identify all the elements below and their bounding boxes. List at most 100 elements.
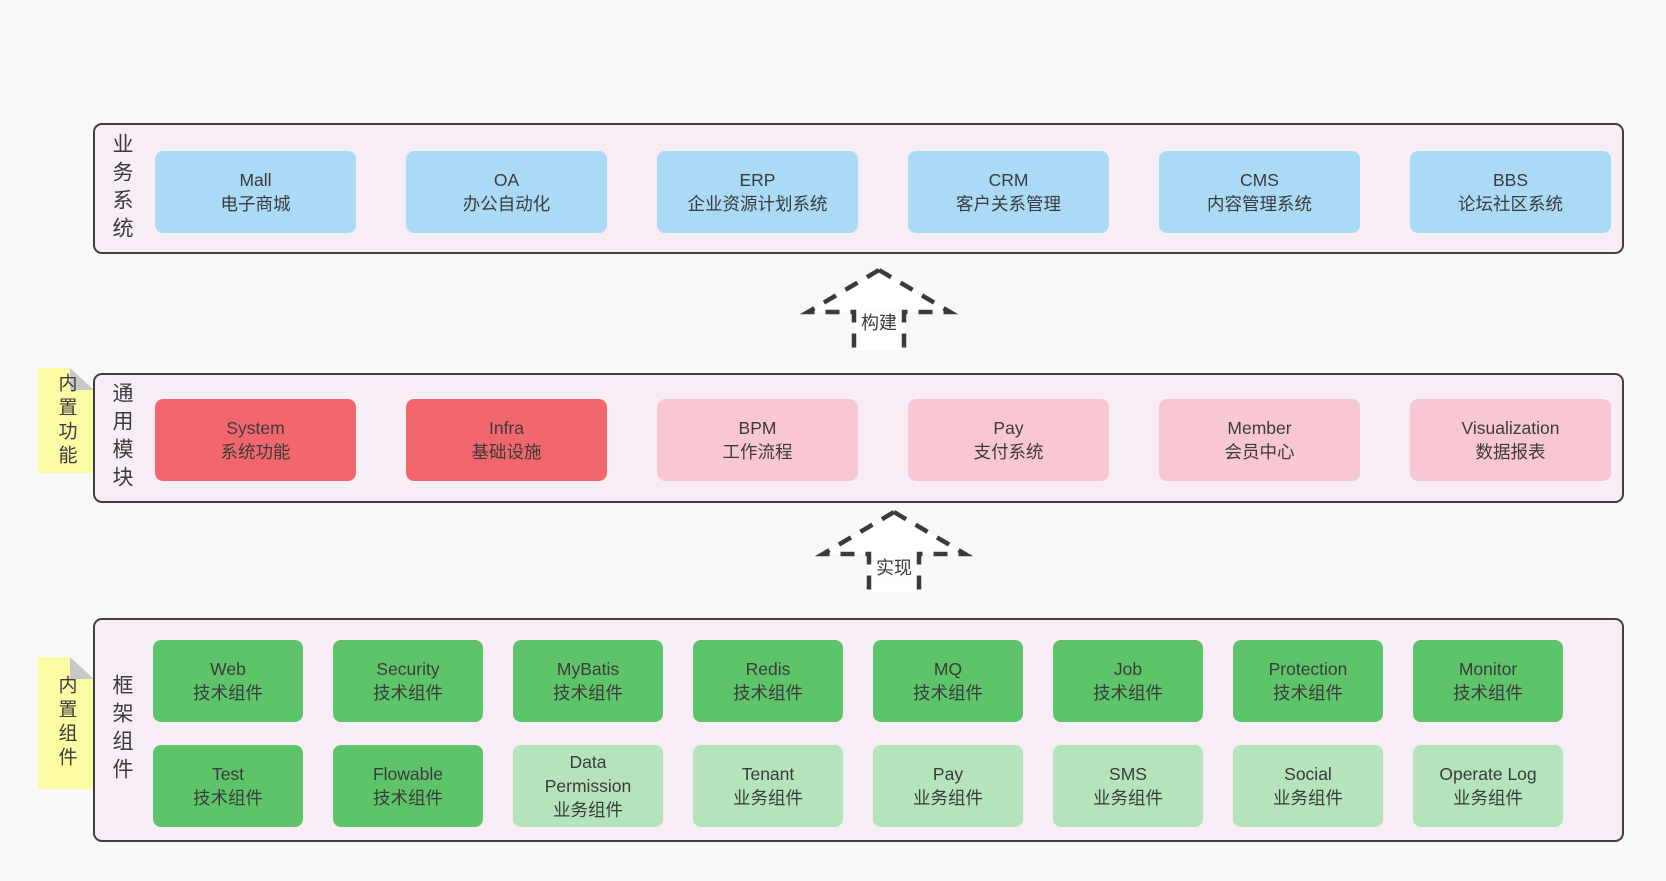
box-subtitle: 技术组件	[1273, 683, 1343, 703]
band-framework-components: 框架组件 Web 技术组件 Security 技术组件 MyBatis 技术组件…	[93, 618, 1624, 842]
box-operate-log: Operate Log 业务组件	[1413, 745, 1563, 827]
dashed-up-arrow-icon	[814, 510, 974, 592]
tech-component-row: Web 技术组件 Security 技术组件 MyBatis 技术组件 Redi…	[153, 640, 1563, 722]
box-title: OA	[493, 170, 520, 190]
box-system: System 系统功能	[155, 399, 356, 481]
box-oa: OA 办公自动化	[406, 151, 607, 233]
box-title: MQ	[933, 659, 963, 679]
box-pay-system: Pay 支付系统	[908, 399, 1109, 481]
box-title: Mall	[239, 170, 272, 190]
sticky-note-built-in-features: 内置功能	[38, 368, 94, 473]
box-title: Web	[210, 659, 246, 679]
box-infra: Infra 基础设施	[406, 399, 607, 481]
box-subtitle: 会员中心	[1224, 442, 1295, 462]
box-subtitle: 技术组件	[553, 683, 623, 703]
box-title: Protection	[1268, 659, 1348, 679]
box-subtitle: 技术组件	[193, 683, 263, 703]
box-subtitle: 内容管理系统	[1207, 194, 1312, 214]
box-title: Operate Log	[1439, 764, 1537, 784]
box-web: Web 技术组件	[153, 640, 303, 722]
sticky-note-built-in-components: 内置组件	[38, 657, 94, 789]
box-social: Social 业务组件	[1233, 745, 1383, 827]
box-subtitle: 技术组件	[373, 788, 443, 808]
box-subtitle: 技术组件	[373, 683, 443, 703]
box-title: Data Permission	[544, 752, 632, 796]
box-subtitle: 支付系统	[973, 442, 1044, 462]
box-flowable: Flowable 技术组件	[333, 745, 483, 827]
box-title: Redis	[745, 659, 791, 679]
arrow-label: 实现	[873, 553, 915, 581]
module-box-row: System 系统功能 Infra 基础设施 BPM 工作流程 Pay 支付系统…	[155, 399, 1611, 481]
box-title: Infra	[488, 418, 525, 438]
box-subtitle: 业务组件	[1453, 788, 1523, 808]
box-subtitle: 电子商城	[220, 194, 291, 214]
box-title: Tenant	[741, 764, 795, 784]
box-security: Security 技术组件	[333, 640, 483, 722]
box-title: MyBatis	[556, 659, 620, 679]
band-common-modules: 通用模块 System 系统功能 Infra 基础设施 BPM 工作流程 Pay…	[93, 373, 1624, 503]
box-title: Job	[1113, 659, 1143, 679]
box-subtitle: 技术组件	[193, 788, 263, 808]
box-subtitle: 基础设施	[471, 442, 542, 462]
box-subtitle: 工作流程	[722, 442, 793, 462]
box-title: Monitor	[1458, 659, 1518, 679]
box-title: Pay	[932, 764, 964, 784]
business-component-row: Test 技术组件 Flowable 技术组件 Data Permission …	[153, 745, 1563, 827]
box-subtitle: 办公自动化	[462, 194, 551, 214]
box-bpm: BPM 工作流程	[657, 399, 858, 481]
box-erp: ERP 企业资源计划系统	[657, 151, 858, 233]
box-test: Test 技术组件	[153, 745, 303, 827]
box-protection: Protection 技术组件	[1233, 640, 1383, 722]
box-title: BPM	[738, 418, 777, 438]
box-subtitle: 论坛社区系统	[1458, 194, 1563, 214]
box-crm: CRM 客户关系管理	[908, 151, 1109, 233]
box-subtitle: 业务组件	[553, 800, 623, 820]
box-mall: Mall 电子商城	[155, 151, 356, 233]
box-subtitle: 数据报表	[1475, 442, 1546, 462]
box-title: BBS	[1492, 170, 1529, 190]
arrow-implement-up: 实现	[814, 510, 974, 592]
box-title: Test	[211, 764, 245, 784]
band-business-systems: 业务系统 Mall 电子商城 OA 办公自动化 ERP 企业资源计划系统 CRM…	[93, 123, 1624, 254]
box-subtitle: 技术组件	[1093, 683, 1163, 703]
box-pay-component: Pay 业务组件	[873, 745, 1023, 827]
box-cms: CMS 内容管理系统	[1159, 151, 1360, 233]
box-title: Visualization	[1461, 418, 1560, 438]
box-data-permission: Data Permission 业务组件	[513, 745, 663, 827]
band-label: 通用模块	[110, 382, 133, 494]
band-label: 业务系统	[110, 132, 133, 245]
box-subtitle: 技术组件	[733, 683, 803, 703]
box-member: Member 会员中心	[1159, 399, 1360, 481]
box-sms: SMS 业务组件	[1053, 745, 1203, 827]
box-title: Member	[1227, 418, 1292, 438]
box-subtitle: 业务组件	[733, 788, 803, 808]
box-visualization: Visualization 数据报表	[1410, 399, 1611, 481]
box-tenant: Tenant 业务组件	[693, 745, 843, 827]
box-subtitle: 业务组件	[1093, 788, 1163, 808]
box-title: Flowable	[372, 764, 444, 784]
box-title: Social	[1284, 764, 1332, 784]
box-title: CRM	[988, 170, 1029, 190]
sticky-label: 内置组件	[55, 675, 77, 771]
box-title: CMS	[1240, 170, 1279, 190]
box-mybatis: MyBatis 技术组件	[513, 640, 663, 722]
sticky-label: 内置功能	[55, 372, 77, 469]
box-subtitle: 企业资源计划系统	[687, 194, 828, 214]
box-subtitle: 技术组件	[1453, 683, 1523, 703]
box-job: Job 技术组件	[1053, 640, 1203, 722]
band-label: 框架组件	[110, 674, 133, 786]
box-subtitle: 系统功能	[220, 442, 291, 462]
box-title: Security	[376, 659, 440, 679]
box-mq: MQ 技术组件	[873, 640, 1023, 722]
box-title: System	[226, 418, 285, 438]
box-subtitle: 业务组件	[913, 788, 983, 808]
box-subtitle: 业务组件	[1273, 788, 1343, 808]
box-subtitle: 客户关系管理	[956, 194, 1061, 214]
box-subtitle: 技术组件	[913, 683, 983, 703]
arrow-label: 构建	[858, 308, 900, 336]
box-monitor: Monitor 技术组件	[1413, 640, 1563, 722]
business-box-row: Mall 电子商城 OA 办公自动化 ERP 企业资源计划系统 CRM 客户关系…	[155, 151, 1611, 233]
box-title: Pay	[993, 418, 1024, 438]
box-title: SMS	[1109, 764, 1147, 784]
